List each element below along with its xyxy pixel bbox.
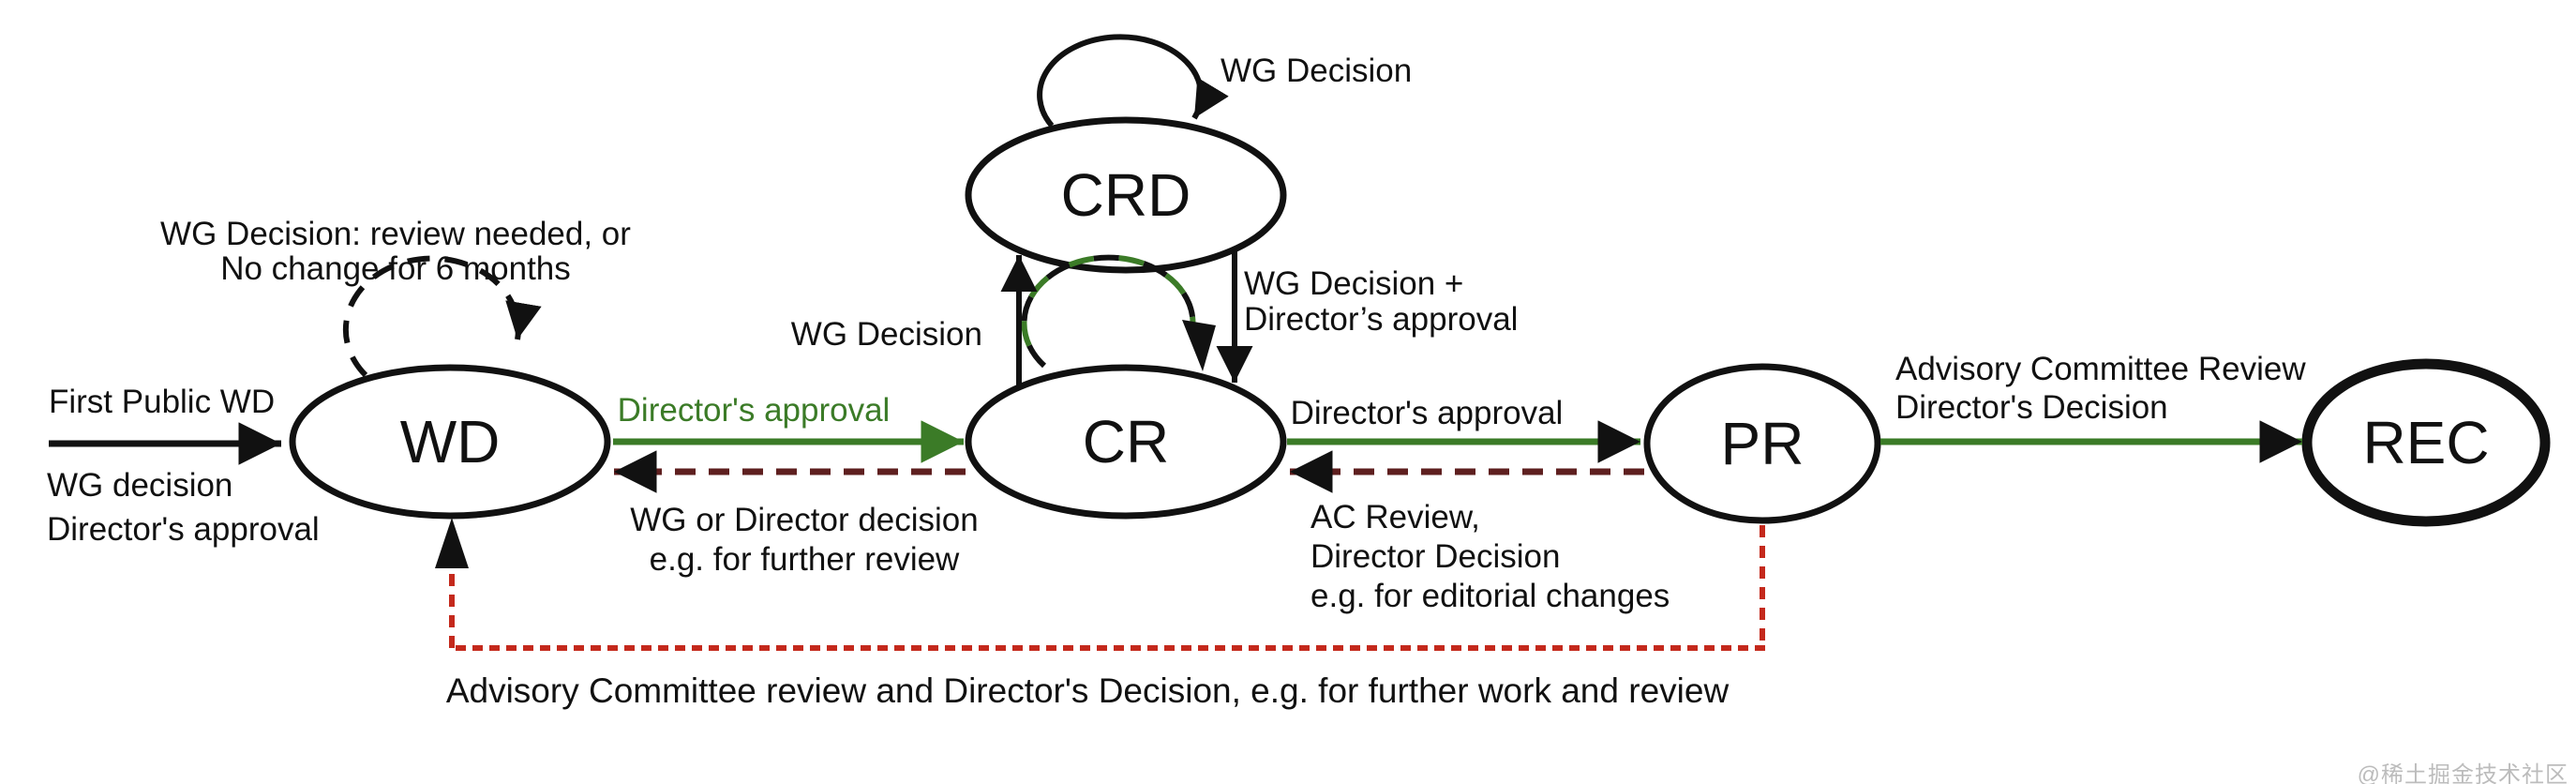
cr-self-loop-arrowhead: [1182, 320, 1216, 371]
edge-wd-self-loop-dashed: [342, 255, 542, 378]
label-pr-to-rec: Advisory Committee Review Director's Dec…: [1895, 350, 2306, 427]
watermark: @稀土掘金技术社区: [2357, 762, 2569, 784]
label-entry-conditions: WG decision Director's approval: [47, 463, 320, 551]
label-bottom-return-loop: Advisory Committee review and Director's…: [445, 671, 1730, 710]
node-pr-ellipse: [1643, 363, 1881, 524]
label-wd-loop-line2: No change for 6 months: [220, 250, 571, 287]
edge-crd-self-loop: [1037, 34, 1229, 128]
node-wd-label: WD: [399, 408, 501, 475]
label-first-public-wd: First Public WD: [49, 384, 276, 420]
node-pr-label: PR: [1720, 410, 1805, 477]
label-pr-to-cr-line3: e.g. for editorial changes: [1310, 578, 1670, 614]
label-cr-to-wd: WG or Director decision e.g. for further…: [630, 501, 978, 580]
label-pr-to-rec-line1: Advisory Committee Review: [1895, 351, 2306, 387]
node-wd-ellipse: [289, 364, 611, 520]
label-wd-self-loop: WG Decision: review needed, or No change…: [160, 217, 631, 286]
label-crd-self-loop: WG Decision: [1221, 53, 1413, 89]
label-cr-to-pr: Director's approval: [1290, 395, 1564, 431]
label-pr-to-cr-line2: Director Decision: [1310, 538, 1561, 575]
label-crd-to-cr-line2: Director’s approval: [1244, 301, 1519, 338]
label-cr-to-wd-line2: e.g. for further review: [649, 541, 960, 578]
label-entry-line1: WG decision: [47, 467, 233, 504]
node-crd-ellipse: [965, 116, 1287, 274]
label-cr-to-wd-line1: WG or Director decision: [630, 502, 979, 538]
label-pr-to-rec-line2: Director's Decision: [1895, 389, 2168, 426]
label-entry-line2: Director's approval: [47, 511, 320, 548]
label-cr-to-crd: WG Decision: [790, 316, 982, 353]
node-crd-label: CRD: [1060, 161, 1191, 229]
label-crd-to-cr-line1: WG Decision +: [1244, 265, 1464, 302]
node-rec-ellipse: [2301, 358, 2551, 527]
edge-cr-self-loop-green-dashes: [1021, 254, 1196, 369]
label-wd-loop-line1: WG Decision: review needed, or: [160, 216, 631, 252]
node-cr-label: CR: [1082, 408, 1170, 475]
pr-to-wd-arrowhead: [435, 518, 469, 568]
label-wd-to-cr: Director's approval: [617, 392, 891, 429]
label-pr-to-cr-line1: AC Review,: [1310, 499, 1480, 535]
node-cr-ellipse: [965, 364, 1287, 520]
label-pr-to-cr: AC Review, Director Decision e.g. for ed…: [1310, 498, 1670, 616]
label-crd-to-cr: WG Decision + Director’s approval: [1244, 266, 1518, 338]
node-rec-label: REC: [2362, 409, 2490, 476]
